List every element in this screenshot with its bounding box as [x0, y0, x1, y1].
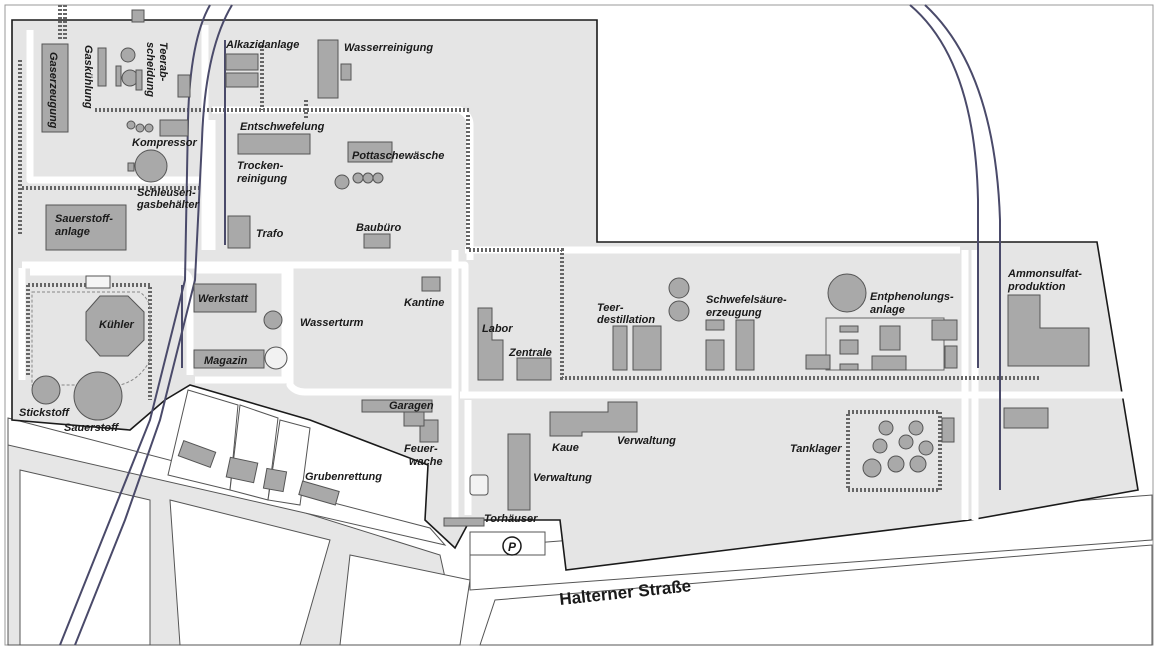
- label-kompressor: Kompressor: [132, 137, 198, 149]
- label-werkstatt: Werkstatt: [198, 293, 249, 305]
- label-teer-1: Teer-: [597, 302, 624, 314]
- label-entphenol-2: anlage: [870, 304, 905, 316]
- label-ammon-1: Ammonsulfat-: [1007, 268, 1082, 280]
- label-wasserturm: Wasserturm: [300, 317, 364, 329]
- buildings: [41, 9, 393, 251]
- label-sauerstoff: Sauerstoff: [64, 422, 120, 434]
- label-teer-2: destillation: [597, 314, 655, 326]
- label-gaserzeugung: Gaserzeugung: [47, 52, 59, 129]
- magazin-building: [193, 349, 265, 369]
- label-verwaltung-2: Verwaltung: [533, 472, 592, 484]
- label-labor: Labor: [482, 323, 513, 335]
- label-verwaltung-1: Verwaltung: [617, 435, 676, 447]
- label-teerab: Teerab-: [157, 42, 169, 82]
- label-entphenol-1: Entphenolungs-: [870, 291, 954, 303]
- label-trocken: Trocken-: [237, 160, 284, 172]
- pipe-bridges: [18, 5, 1040, 492]
- schleusengasbehaelter-tank: [134, 149, 168, 183]
- center-buildings: P: [443, 273, 1090, 556]
- werkstatt-building: [193, 283, 257, 313]
- label-grubenrettung: Grubenrettung: [305, 471, 382, 483]
- workshop-area: [31, 275, 441, 443]
- stickstoff-tank: [31, 375, 61, 405]
- grubenrettung-buildings: [177, 440, 340, 506]
- kuehler-building: [85, 295, 145, 357]
- label-magazin: Magazin: [204, 355, 248, 367]
- sauerstoffanlage-building: [45, 204, 127, 251]
- label-feuer-2: wache: [409, 456, 443, 468]
- parking-symbol: P: [508, 540, 517, 554]
- outside-roads: [7, 417, 1153, 646]
- label-feuer-1: Feuer-: [404, 443, 438, 455]
- parking-icon: [502, 536, 522, 556]
- label-ammon-2: produktion: [1007, 281, 1066, 293]
- label-schwefel-1: Schwefelsäure-: [706, 294, 787, 306]
- label-schleusen: Schleusen-: [137, 187, 196, 199]
- label-gasbehaelter: gasbehälter: [136, 199, 199, 211]
- gaserzeugung-building: [41, 43, 69, 133]
- verwaltung-main-building: [549, 401, 638, 437]
- label-trafo: Trafo: [256, 228, 284, 240]
- label-zentrale: Zentrale: [508, 347, 552, 359]
- label-sauerstoffanlage-1: Sauerstoff-: [55, 213, 113, 225]
- label-sauerstoffanlage-2: anlage: [55, 226, 90, 238]
- label-torhaeuser: Torhäuser: [484, 513, 538, 525]
- site-boundary: [11, 19, 1139, 571]
- label-reinigung: reinigung: [237, 173, 287, 185]
- label-tanklager: Tanklager: [790, 443, 842, 455]
- label-baubuero: Baubüro: [356, 222, 402, 234]
- sauerstoff-tank: [73, 371, 123, 421]
- label-garagen: Garagen: [389, 400, 434, 412]
- label-pottaschewaesche: Pottaschewäsche: [352, 150, 444, 162]
- label-wasserreinigung: Wasserreinigung: [344, 42, 433, 54]
- map-labels: Gaserzeugung Gaskühlung Teerab- scheidun…: [19, 39, 1082, 609]
- label-entschwefelung: Entschwefelung: [240, 121, 325, 133]
- label-scheidung: scheidung: [144, 42, 156, 97]
- ammonsulfat-building: [1007, 294, 1090, 367]
- label-stickstoff: Stickstoff: [19, 407, 70, 419]
- label-kaue: Kaue: [552, 442, 579, 454]
- railway-tracks: [59, 4, 1001, 646]
- label-gaskuehlung: Gaskühlung: [82, 45, 94, 109]
- label-schwefel-2: erzeugung: [706, 307, 762, 319]
- label-kantine: Kantine: [404, 297, 444, 309]
- label-alkazidanlage: Alkazidanlage: [225, 39, 299, 51]
- label-kuehler: Kühler: [99, 319, 135, 331]
